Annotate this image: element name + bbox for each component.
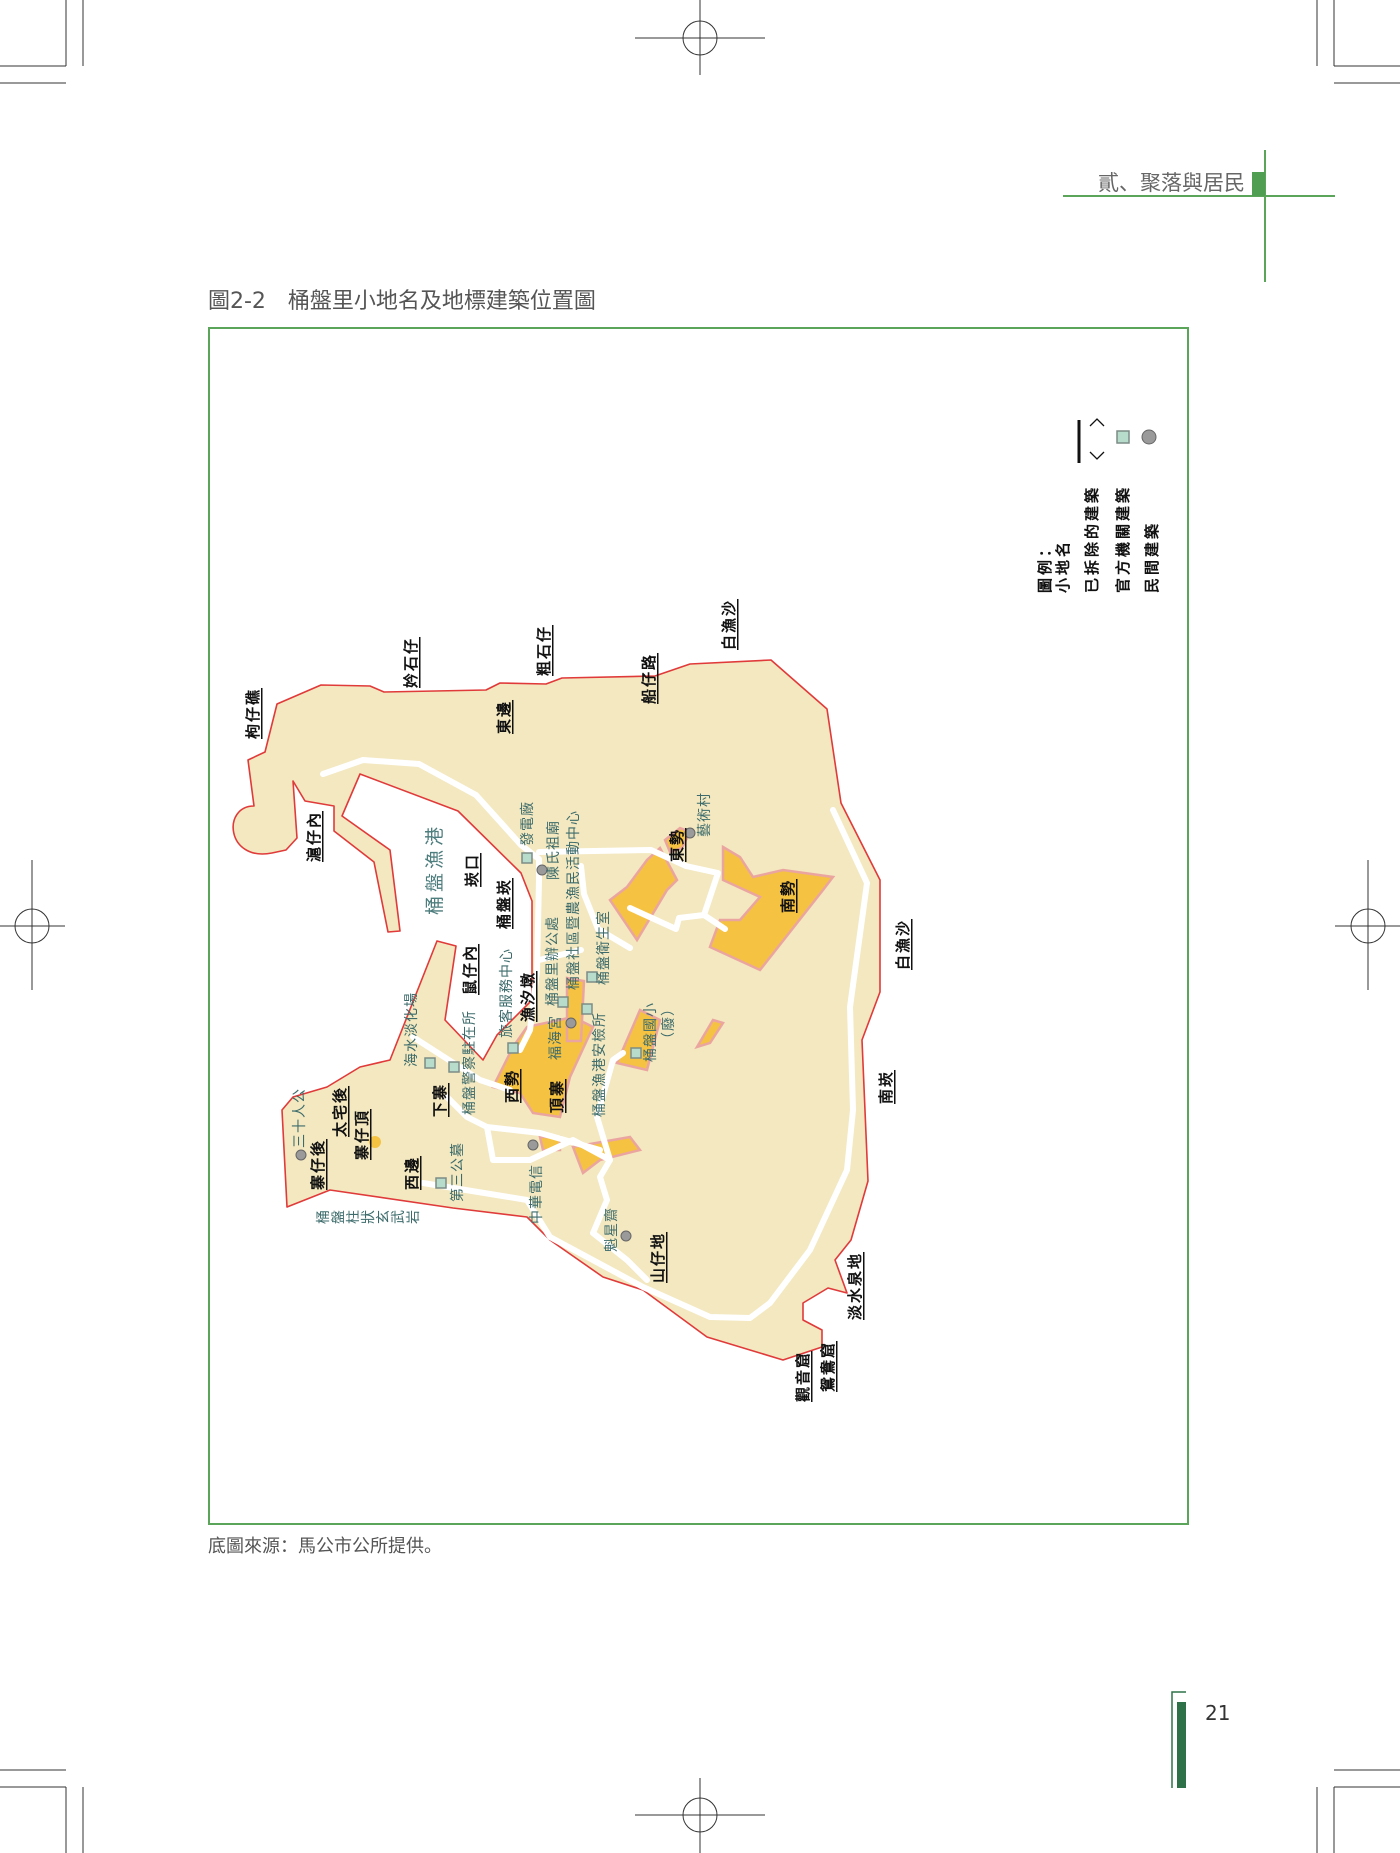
private-building-icon <box>1141 429 1157 445</box>
landmark-label: 藝術村 <box>697 792 713 837</box>
landmark-label: 三十人公 <box>292 1088 308 1148</box>
page-number-block: 21 <box>1171 1691 1230 1788</box>
government-building-icon <box>448 1061 460 1073</box>
place-name: 崁口 <box>463 853 481 887</box>
place-name: 漁汐墩 <box>519 971 537 1022</box>
place-name: 寨仔後 <box>309 1139 327 1191</box>
government-building-icon <box>435 1177 447 1189</box>
figure-source: 底圖來源：馬公市公所提供。 <box>208 1536 442 1557</box>
settlement-area <box>615 1008 662 1072</box>
landmark-label: 桶盤國小 <box>643 1002 659 1062</box>
place-names: 枸仔礁 妗石仔 粗石仔 船仔路 白漁沙 東邊 滬仔內 崁口 桶盤崁 鼠仔內 漁汐… <box>244 599 912 1402</box>
place-name: 淡水泉地 <box>846 1252 864 1320</box>
legend-label: 已拆除的建築 <box>1083 485 1101 593</box>
place-name: 西邊 <box>403 1156 421 1190</box>
section-title: 貳、聚落與居民 <box>1098 171 1245 195</box>
settlement-area <box>708 844 836 972</box>
road <box>536 847 728 932</box>
place-name: 滬仔內 <box>305 811 323 862</box>
government-building-icon <box>557 996 569 1008</box>
page-number: 21 <box>1205 1701 1230 1725</box>
private-building-icon <box>565 1017 577 1029</box>
private-building-icon <box>536 864 548 876</box>
running-header: 貳、聚落與居民 <box>1063 150 1335 282</box>
place-name: 船仔路 <box>640 653 658 704</box>
landmark-label: 發電廠 <box>519 801 536 846</box>
landmark-label: 桶盤社區暨農漁民活動中心 <box>566 810 582 990</box>
road <box>536 947 584 963</box>
government-building-icon <box>424 1057 436 1069</box>
landmark-label: 魁星齋 <box>603 1207 620 1252</box>
place-name: 粗石仔 <box>535 625 553 676</box>
landmark-label: 桶盤警察駐在所 <box>461 1010 478 1115</box>
government-building-icon <box>507 1042 519 1054</box>
roads <box>320 757 870 1321</box>
legend-label: 小地名 <box>1054 539 1072 593</box>
road <box>420 807 870 1321</box>
place-name: 鼠仔內 <box>461 944 479 995</box>
government-building-icon <box>630 1047 642 1059</box>
government-building-icon <box>581 1003 593 1015</box>
legend-title: 圖例： <box>1036 539 1054 593</box>
government-building-icon <box>1116 430 1130 444</box>
place-name: 妗石仔 <box>402 637 420 688</box>
place-name: 觀音窟 <box>794 1351 812 1402</box>
section-marker <box>1252 172 1265 196</box>
road <box>484 1124 603 1153</box>
harbor-label: 桶盤漁港 <box>424 823 446 915</box>
government-building-icon <box>521 852 533 864</box>
landmark-label: 旅客服務中心 <box>498 948 515 1038</box>
landmark-note: （廢） <box>660 1001 677 1046</box>
settlement-area <box>663 826 692 854</box>
legend: 圖例： 小地名 已拆除的建築 官方機關建築 民間建築 <box>1036 418 1161 593</box>
island-land <box>232 659 881 1361</box>
road <box>594 1050 626 1163</box>
settlement-area <box>369 1136 381 1148</box>
demolished-bracket-icon <box>1089 418 1105 460</box>
page-marker <box>1177 1702 1186 1788</box>
settlement-area <box>608 845 679 943</box>
place-name: 桶盤崁 <box>495 878 513 929</box>
place-name: 南勢 <box>779 879 797 913</box>
building-symbols <box>295 827 696 1242</box>
place-name: 頂寨 <box>548 1079 566 1113</box>
place-name: 枸仔礁 <box>244 688 262 739</box>
landmark-label: 桶盤衛生室 <box>595 910 612 985</box>
private-building-icon <box>620 1230 632 1242</box>
landmark-label: 中華電信 <box>529 1164 545 1224</box>
landmark-label: 第三公墓 <box>449 1142 466 1202</box>
landmark-label: 福海宮 <box>548 1015 564 1060</box>
place-name: 白漁沙 <box>894 919 912 970</box>
place-name: 下寨 <box>431 1083 449 1117</box>
place-name: 太宅後 <box>331 1086 349 1137</box>
place-name: 山仔地 <box>649 1232 667 1283</box>
place-name: 東勢 <box>668 828 686 862</box>
road <box>410 1034 513 1093</box>
settlement-area <box>694 1018 725 1050</box>
government-building-icon <box>586 971 598 983</box>
landmark-label: 桶盤漁港安檢所 <box>591 1012 608 1117</box>
legend-label: 民間建築 <box>1143 521 1161 593</box>
landmark-label: 桶盤里辦公處 <box>545 916 561 1006</box>
map-frame <box>208 327 1189 1525</box>
landmark-label: 桶盤柱狀玄武岩 <box>316 1209 422 1224</box>
private-building-icon <box>295 1149 307 1161</box>
place-name: 寨仔頂 <box>353 1109 371 1161</box>
figure-title: 圖2-2 桶盤里小地名及地標建築位置圖 <box>208 289 596 314</box>
landmark-label: 陳氏祖廟 <box>545 820 562 880</box>
landmark-labels: 發電廠 陳氏祖廟 桶盤社區暨農漁民活動中心 桶盤里辦公處 桶盤衛生室 旅客服務中… <box>292 792 713 1252</box>
place-name: 東邊 <box>495 700 513 734</box>
landmark-label: 海水淡化場 <box>404 992 420 1067</box>
road <box>320 757 542 1053</box>
road <box>627 905 707 932</box>
place-name: 白漁沙 <box>720 599 738 650</box>
legend-label: 官方機關建築 <box>1114 485 1132 593</box>
place-name: 西勢 <box>503 1069 521 1103</box>
road <box>578 863 633 951</box>
place-name: 鴛鴦窟 <box>819 1341 837 1392</box>
private-building-icon <box>527 1139 539 1151</box>
private-building-icon <box>684 827 696 839</box>
place-name: 南崁 <box>877 1070 895 1104</box>
